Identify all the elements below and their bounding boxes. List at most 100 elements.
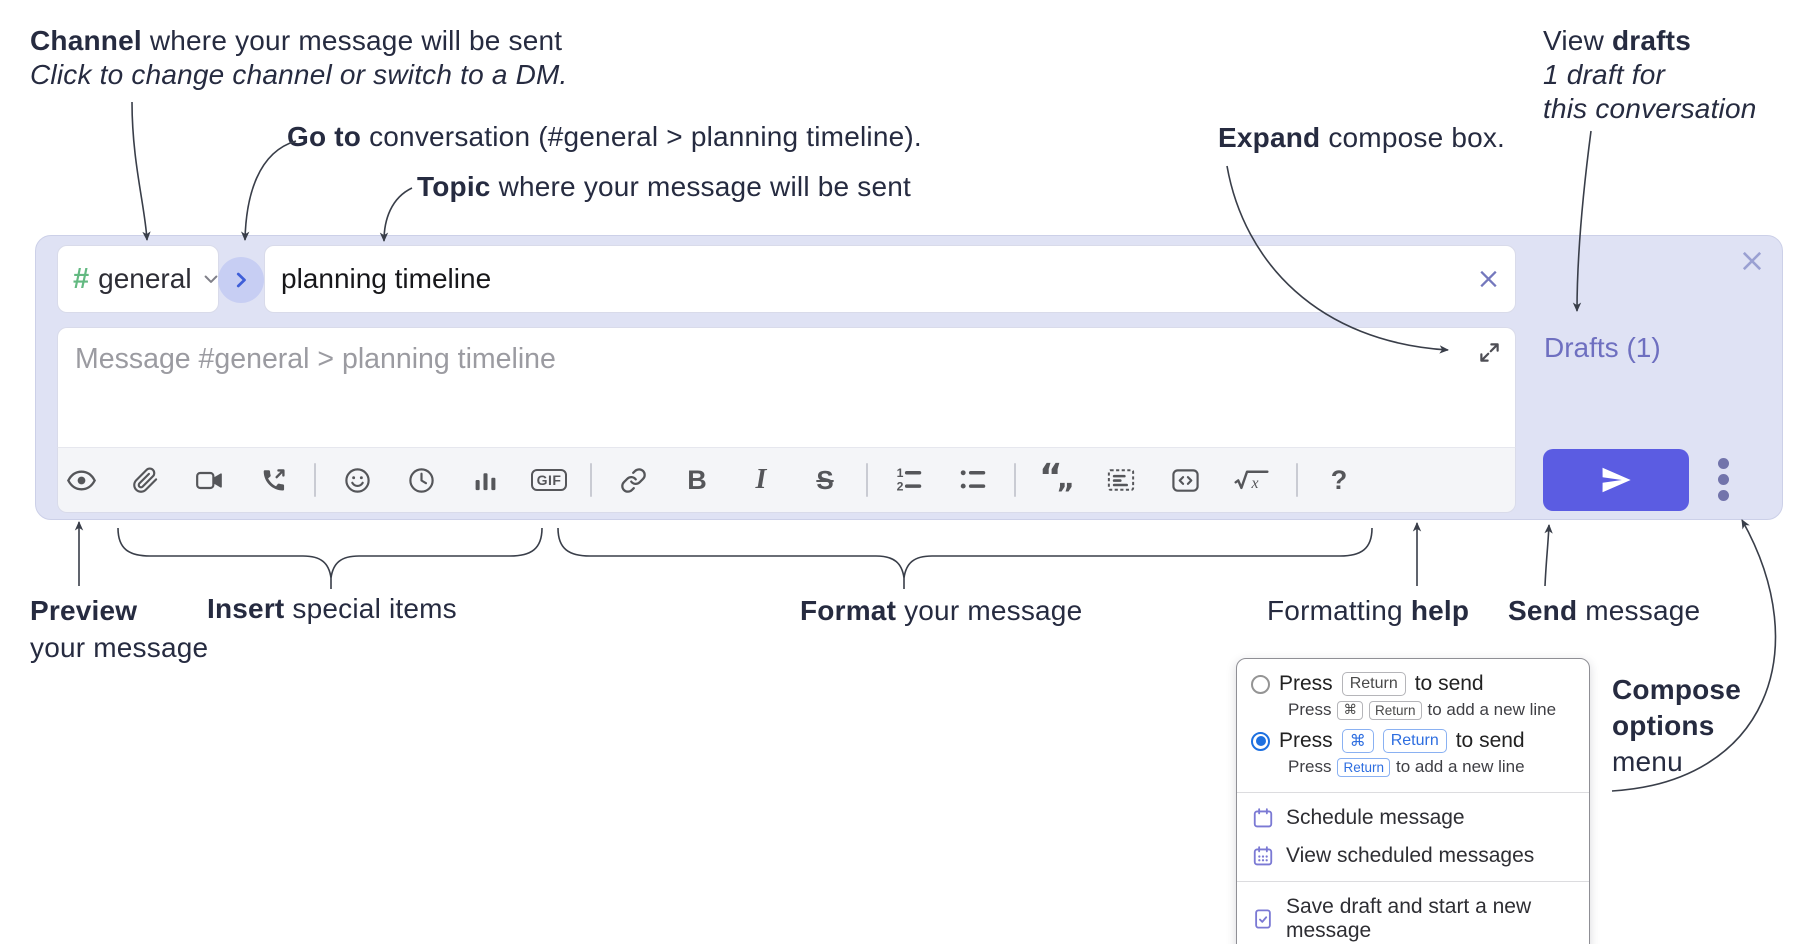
schedule-message-item[interactable]: Schedule message [1237, 799, 1589, 837]
return-to-send-subtext: Press ⌘ Return to add a new line [1288, 700, 1557, 720]
calendar-dots-icon [1252, 845, 1274, 867]
send-annotation: Send message [1508, 595, 1701, 626]
svg-text:1: 1 [897, 466, 904, 480]
video-camera-icon [195, 466, 224, 495]
option-text: Press [1279, 672, 1333, 695]
gif-button[interactable]: GIF [526, 457, 572, 503]
toolbar-divider [1014, 463, 1016, 497]
voice-call-button[interactable] [250, 457, 296, 503]
drafts-link[interactable]: Drafts (1) [1544, 332, 1661, 363]
compose-options-annotation: Compose options menu [1612, 674, 1741, 777]
smiley-icon [343, 466, 372, 495]
toolbar-divider [866, 463, 868, 497]
format-annotation: Format your message [800, 595, 1083, 626]
topic-annotation: Topic where your message will be sent [417, 171, 911, 202]
menu-divider [1237, 792, 1589, 793]
topic-input[interactable]: planning timeline [264, 245, 1516, 313]
topic-value: planning timeline [281, 263, 492, 294]
video-call-button[interactable] [186, 457, 232, 503]
draft-document-icon [1252, 908, 1274, 930]
link-button[interactable] [610, 457, 656, 503]
clear-topic-icon[interactable] [1476, 267, 1501, 292]
bar-chart-icon [472, 467, 499, 494]
return-key: Return [1368, 700, 1422, 720]
dot [1718, 490, 1729, 501]
send-button[interactable] [1543, 449, 1689, 511]
return-key: Return [1382, 729, 1447, 753]
attach-file-button[interactable] [122, 457, 168, 503]
preview-annotation: Preview your message [30, 595, 209, 663]
menu-divider [1237, 881, 1589, 882]
bulleted-list-icon [959, 466, 987, 494]
send-arrow-icon [1600, 464, 1632, 496]
link-icon [620, 467, 647, 494]
return-to-send-option[interactable]: Press Return to send [1251, 672, 1575, 696]
goto-annotation: Go to conversation (#general > planning … [287, 121, 922, 152]
save-draft-item[interactable]: Save draft and start a new message [1237, 888, 1589, 944]
spoiler-button[interactable] [1098, 457, 1144, 503]
channel-name: general [98, 263, 192, 294]
hash-icon: # [73, 262, 90, 295]
svg-text:x: x [1250, 475, 1258, 492]
emoji-button[interactable] [334, 457, 380, 503]
return-key: Return [1337, 757, 1390, 777]
math-button[interactable]: x [1226, 457, 1278, 503]
strikethrough-icon[interactable]: S [816, 464, 834, 495]
cmd-key: ⌘ [1341, 729, 1374, 753]
message-input[interactable]: Message #general > planning timeline [57, 327, 1516, 448]
cmd-return-to-send-option[interactable]: Press ⌘ Return to send [1251, 729, 1575, 753]
bold-icon[interactable]: B [687, 464, 707, 495]
calendar-icon [1252, 807, 1274, 829]
compose-options-menu: Press Return to send Press ⌘ Return to a… [1236, 658, 1590, 944]
menu-item-label: View scheduled messages [1286, 844, 1535, 867]
view-drafts-annotation: View drafts 1 draft for this conversatio… [1543, 25, 1757, 124]
toolbar-divider [314, 463, 316, 497]
quote-button[interactable]: “„ [1034, 457, 1080, 503]
expand-compose-icon[interactable] [1477, 340, 1502, 365]
cmd-key: ⌘ [1337, 700, 1363, 720]
option-text: to send [1455, 729, 1525, 752]
formatting-help-annotation: Formatting help [1267, 595, 1470, 626]
time-button[interactable] [398, 457, 444, 503]
radio-selected[interactable] [1251, 731, 1270, 751]
option-text: Press [1279, 729, 1333, 752]
question-mark-icon[interactable]: ? [1330, 464, 1348, 495]
preview-button[interactable] [58, 457, 104, 503]
bulleted-list-button[interactable] [950, 457, 996, 503]
spoiler-block-icon [1107, 466, 1135, 494]
go-to-conversation-button[interactable] [218, 257, 264, 303]
radio-unselected[interactable] [1251, 674, 1270, 694]
compose-options-menu-button[interactable] [1718, 458, 1729, 501]
close-compose-icon[interactable] [1738, 247, 1766, 275]
cmd-return-to-send-subtext: Press Return to add a new line [1288, 757, 1525, 777]
insert-annotation: Insert special items [207, 593, 457, 624]
chevron-right-icon [230, 269, 252, 291]
dot [1718, 458, 1729, 469]
menu-item-label: Save draft and start a new message [1286, 895, 1532, 942]
menu-item-label: Schedule message [1286, 806, 1465, 829]
view-scheduled-messages-item[interactable]: View scheduled messages [1237, 837, 1589, 875]
svg-text:2: 2 [897, 480, 904, 494]
square-root-icon: x [1234, 467, 1270, 493]
code-icon [1171, 466, 1200, 495]
channel-annotation: Channel where your message will be sent … [30, 25, 568, 90]
gif-icon: GIF [530, 469, 568, 491]
chevron-down-icon [201, 269, 221, 289]
channel-selector[interactable]: # general [57, 245, 219, 313]
phone-call-icon [260, 467, 287, 494]
code-button[interactable] [1162, 457, 1208, 503]
toolbar-divider [1296, 463, 1298, 497]
option-text: to send [1414, 672, 1484, 695]
expand-annotation: Expand compose box. [1218, 122, 1506, 153]
dot [1718, 474, 1729, 485]
italic-icon[interactable]: I [755, 464, 767, 495]
clock-icon [407, 466, 436, 495]
message-placeholder: Message #general > planning timeline [75, 343, 556, 375]
toolbar-divider [590, 463, 592, 497]
paperclip-icon [132, 467, 159, 494]
poll-button[interactable] [462, 457, 508, 503]
